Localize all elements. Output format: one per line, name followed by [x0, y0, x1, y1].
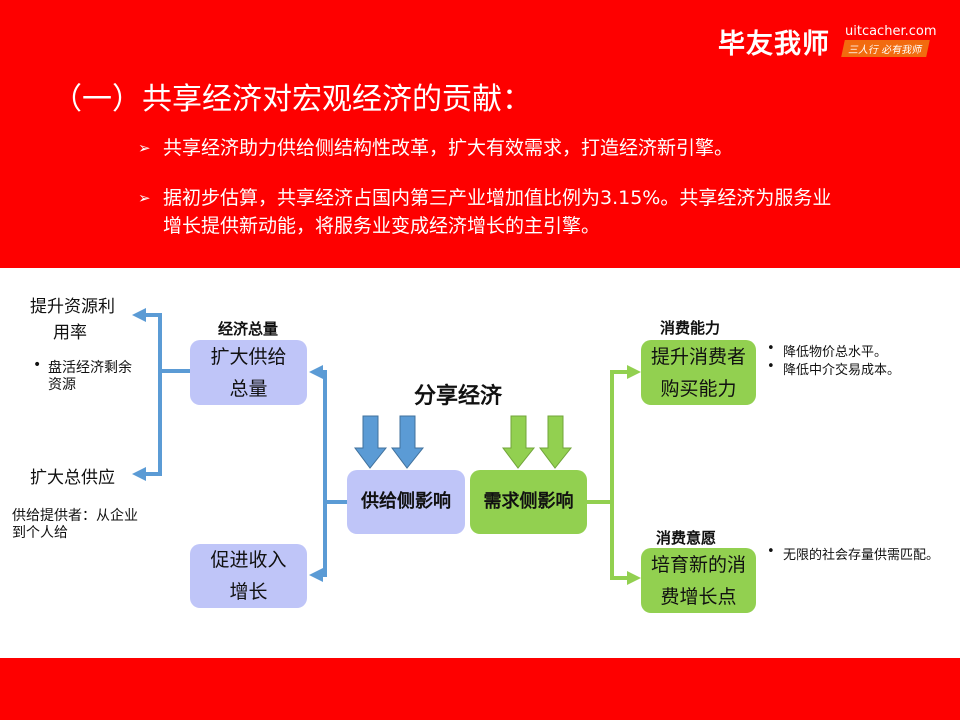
bullet-text: 共享经济助力供给侧结构性改革，扩大有效需求，打造经济新引擎。	[163, 137, 734, 159]
arrow-bullet-icon: ➢	[138, 139, 151, 157]
arrow-left-icon	[132, 308, 146, 322]
box-text: 费增长点	[660, 585, 737, 608]
box-income-growth: 促进收入增长	[190, 544, 307, 608]
bullet-dot: •	[767, 544, 775, 559]
note-text: 无限的社会存量供需匹配。	[783, 548, 940, 563]
box-text: 培育新的消	[650, 553, 746, 576]
arrow-down-icon	[391, 415, 425, 469]
arrow-down-icon	[539, 415, 573, 469]
box-text: 增长	[229, 581, 268, 603]
note-text: 到个人给	[12, 525, 68, 541]
logo: 毕友我师	[718, 29, 830, 60]
bullet-dot: •	[33, 357, 42, 373]
center-title: 分享经济	[414, 384, 503, 409]
heading-economic-total: 经济总量	[218, 320, 279, 338]
note-text: 降低中介交易成本。	[783, 363, 901, 378]
box-supply-side: 供给侧影响	[347, 470, 465, 534]
arrow-down-icon	[502, 415, 536, 469]
box-text: 扩大供给	[210, 345, 287, 368]
bullet-text: 增长提供新动能，将服务业变成经济增长的主引擎。	[163, 215, 601, 237]
box-text: 促进收入	[210, 549, 287, 571]
bullet-dot: •	[767, 359, 775, 374]
arrow-left-icon	[309, 568, 323, 582]
outcome-resource-use: 提升资源利	[30, 297, 115, 317]
note-text: 供给提供者：从企业	[12, 508, 138, 524]
box-text: 购买能力	[660, 377, 737, 400]
arrow-right-icon	[627, 571, 641, 585]
note-text: 盘活经济剩余	[48, 360, 132, 376]
arrow-left-icon	[132, 467, 146, 481]
arrow-right-icon	[627, 365, 641, 379]
bullet-text: 据初步估算，共享经济占国内第三产业增加值比例为3.15%。共享经济为服务业	[163, 187, 832, 209]
arrow-down-icon	[354, 415, 388, 469]
footer-band	[0, 658, 960, 720]
note-text: 降低物价总水平。	[783, 345, 888, 360]
logo-url: uitcacher.com	[845, 24, 937, 39]
box-purchasing-power: 提升消费者购买能力	[641, 340, 756, 405]
heading-consumption-will: 消费意愿	[656, 529, 717, 547]
box-text: 总量	[229, 377, 268, 400]
box-expand-supply: 扩大供给总量	[190, 340, 307, 405]
outcome-supply: 扩大总供应	[30, 468, 115, 488]
slide-title: （一）共享经济对宏观经济的贡献：	[52, 82, 532, 117]
header-band	[0, 0, 960, 268]
arrow-left-icon	[309, 365, 323, 379]
arrow-bullet-icon: ➢	[138, 189, 151, 207]
bullet-dot: •	[767, 341, 775, 356]
note-text: 资源	[48, 377, 76, 393]
box-text: 提升消费者	[650, 345, 746, 368]
box-demand-side: 需求侧影响	[470, 470, 587, 534]
outcome-resource-use-2: 用率	[53, 323, 87, 343]
box-new-growth: 培育新的消费增长点	[641, 548, 756, 613]
heading-consumption-ability: 消费能力	[660, 319, 721, 337]
